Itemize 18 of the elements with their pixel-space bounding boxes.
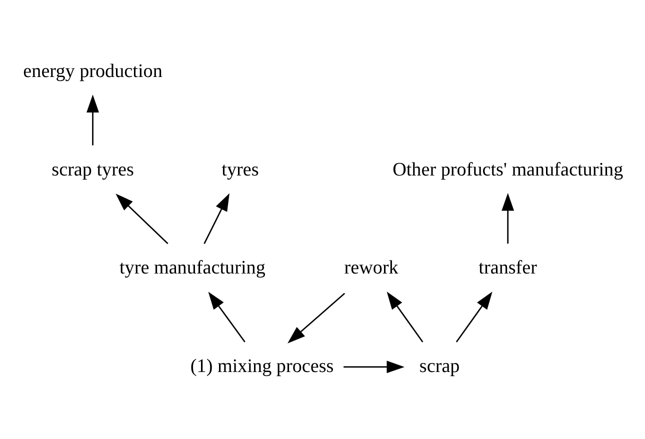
- arrow: [344, 360, 405, 374]
- arrow: [288, 292, 346, 344]
- arrow: [502, 193, 514, 244]
- node-text: tyre manufacturing: [119, 258, 266, 279]
- node-text: transfer: [478, 258, 538, 279]
- arrow: [456, 292, 492, 342]
- node-text: tyres: [222, 159, 259, 180]
- arrow: [204, 193, 230, 244]
- arrow: [208, 292, 246, 342]
- node-text: energy production: [23, 61, 162, 82]
- arrow: [386, 292, 424, 342]
- node-text: rework: [344, 258, 398, 279]
- node-text: (1) mixing process: [190, 356, 334, 378]
- node-text: scrap tyres: [52, 159, 134, 180]
- node-text: Other profucts' manufacturing: [392, 159, 624, 180]
- arrow: [116, 194, 168, 244]
- node-text: scrap: [419, 356, 460, 378]
- arrow: [86, 94, 99, 146]
